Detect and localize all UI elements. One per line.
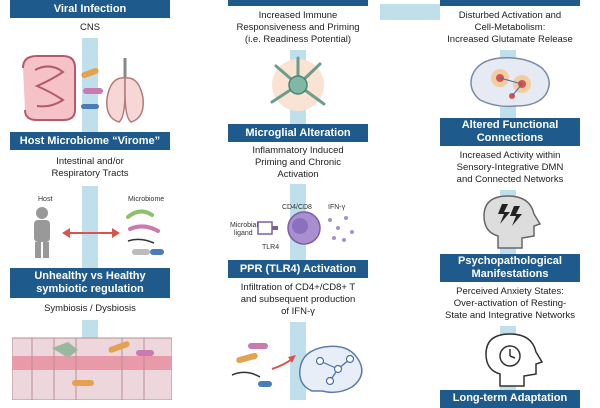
psycho-line2: Over-activation of Resting- — [453, 298, 567, 309]
altered-line3: and Connected Networks — [456, 174, 564, 185]
host-microbiome-title: Host Microbiome “Virome” — [19, 134, 161, 147]
viral-infection-header: Viral Infection — [10, 0, 170, 18]
top-horizontal-connector — [380, 4, 450, 20]
cns-text: CNS — [79, 22, 101, 33]
intestine-icon — [22, 55, 76, 121]
symbiotic-title-line1: Unhealthy vs Healthy — [34, 270, 146, 282]
host-microbiome-header: Host Microbiome “Virome” — [10, 132, 170, 150]
viral-infection-title: Viral Infection — [53, 2, 127, 15]
long-term-adaptation-header: Long-term Adaptation — [440, 390, 580, 408]
immune-line2: Responsiveness and Priming — [236, 22, 360, 33]
immune-priming-header — [228, 0, 368, 6]
symbiotic-title-line2: symbiotic regulation — [36, 283, 144, 295]
tlr4-cell-illustration — [257, 211, 354, 245]
psycho-line1: Perceived Anxiety States: — [456, 286, 564, 297]
altered-line1: Increased Activity within — [459, 150, 561, 161]
host-label: Host — [38, 196, 53, 203]
symbiotic-regulation-body: Symbiosis / Dysbiosis — [10, 298, 170, 320]
glutamate-body: Disturbed Activation and Cell-Metabolism… — [440, 6, 580, 50]
altered-line2: Sensory-Integrative DMN — [456, 162, 564, 173]
ppr-line1: Infiltration of CD4+/CD8+ T — [240, 282, 356, 293]
virus-bacteria-icons — [81, 67, 103, 109]
ppr-line2: and subsequent production — [240, 294, 356, 305]
symbiosis-text: Symbiosis / Dysbiosis — [44, 303, 136, 314]
altered-title-line1: Altered Functional — [461, 119, 559, 131]
microglial-title: Microglial Alteration — [245, 126, 351, 139]
glutamate-header — [440, 0, 580, 6]
host-microbiome-line2: Respiratory Tracts — [51, 168, 129, 179]
ppr-title: PPR (TLR4) Activation — [239, 262, 357, 275]
lungs-icon — [106, 58, 144, 123]
head-lightning-illustration — [483, 195, 542, 249]
ifn-label: IFN-γ — [328, 204, 346, 211]
microglial-line2: Priming and Chronic — [254, 157, 342, 168]
psychopathological-body: Perceived Anxiety States: Over-activatio… — [440, 282, 580, 326]
brain-activation-illustration — [470, 56, 550, 108]
host-microbiome-illustration — [34, 207, 164, 258]
microglial-alteration-body: Inflammatory Induced Priming and Chronic… — [228, 142, 368, 184]
ppr-tlr4-header: PPR (TLR4) Activation — [228, 260, 368, 278]
psychopathological-header: Psychopathological Manifestations — [440, 254, 580, 282]
immune-line3: (i.e. Readiness Potential) — [244, 34, 352, 45]
immune-priming-body: Increased Immune Responsiveness and Prim… — [228, 6, 368, 50]
double-arrow-icon — [62, 228, 120, 238]
altered-connections-header: Altered Functional Connections — [440, 118, 580, 146]
glutamate-line2: Cell-Metabolism: — [474, 22, 546, 33]
host-microbiome-body: Intestinal and/or Respiratory Tracts — [10, 150, 170, 186]
cd4-cd8-label: CD4/CD8 — [282, 204, 312, 211]
intestine-lung-illustration — [22, 55, 144, 123]
microglial-line3: Activation — [277, 169, 319, 180]
person-icon — [34, 207, 50, 258]
viral-infection-body: CNS — [10, 18, 170, 38]
microbial-label: Microbial — [230, 222, 259, 229]
microglia-cell-illustration — [270, 56, 326, 111]
microbiome-label: Microbiome — [128, 196, 165, 203]
tlr4-label: TLR4 — [262, 244, 280, 251]
glutamate-line3: Increased Glutamate Release — [447, 34, 573, 45]
host-microbiome-line1: Intestinal and/or — [56, 156, 124, 167]
symbiotic-regulation-header: Unhealthy vs Healthy symbiotic regulatio… — [10, 268, 170, 298]
glutamate-line1: Disturbed Activation and — [458, 10, 562, 21]
long-term-title: Long-term Adaptation — [452, 392, 568, 404]
microbes-icon — [126, 209, 164, 255]
psycho-title-line2: Manifestations — [471, 268, 549, 280]
microglial-line1: Inflammatory Induced — [252, 145, 344, 156]
gut-barrier-illustration — [12, 337, 172, 400]
ppr-tlr4-body: Infiltration of CD4+/CD8+ T and subseque… — [228, 278, 368, 322]
ligand-label: ligand — [234, 230, 253, 237]
immune-line1: Increased Immune — [258, 10, 338, 21]
head-clock-illustration — [485, 333, 544, 387]
psycho-line3: State and Integrative Networks — [445, 310, 575, 321]
microbe-to-brain-illustration — [231, 343, 363, 394]
psycho-title-line1: Psychopathological — [458, 255, 562, 267]
altered-connections-body: Increased Activity within Sensory-Integr… — [440, 146, 580, 190]
ppr-line3: of IFN-γ — [281, 306, 315, 317]
altered-title-line2: Connections — [476, 132, 544, 144]
microglial-alteration-header: Microglial Alteration — [228, 124, 368, 142]
